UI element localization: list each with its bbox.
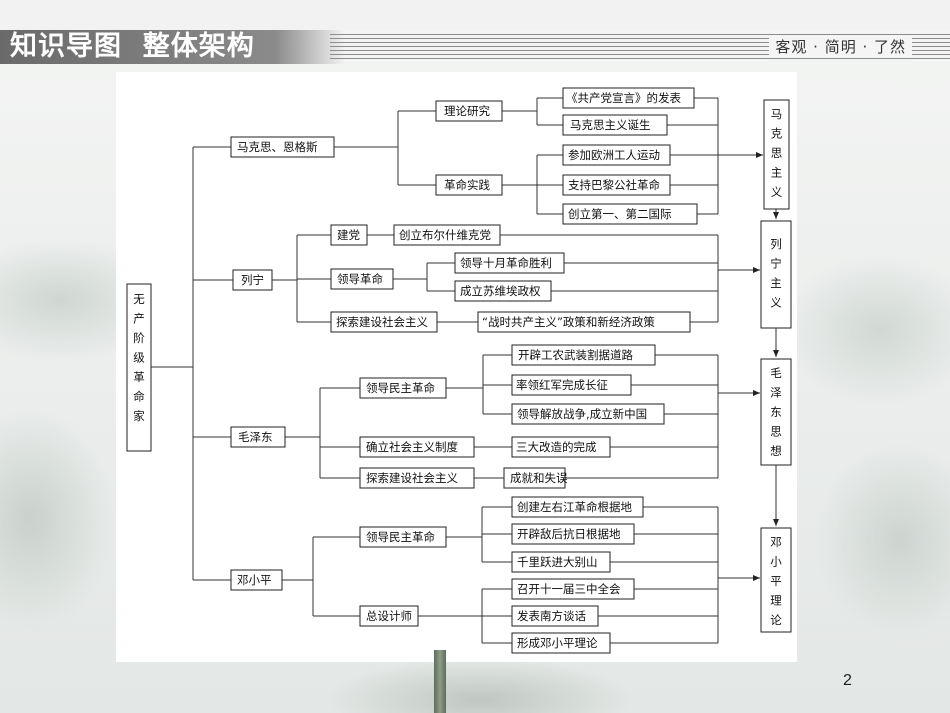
marx-theory-node: 理论研究 bbox=[435, 100, 503, 122]
theory-mao-node: 毛泽东思想 bbox=[760, 358, 792, 466]
lenin-revolution-label: 领导革命 bbox=[337, 272, 383, 286]
mao-transform-node: 三大改造的完成 bbox=[511, 436, 611, 458]
lenin-soviet-node: 成立苏维埃政权 bbox=[454, 280, 552, 302]
deng-south-node: 发表南方谈话 bbox=[511, 605, 599, 627]
marx-practice-label: 革命实践 bbox=[444, 178, 490, 192]
marx-commune-node: 支持巴黎公社革命 bbox=[562, 174, 671, 196]
mao-liberation-label: 领导解放战争,成立新中国 bbox=[517, 407, 647, 421]
leader-mao-node: 毛泽东 bbox=[230, 426, 286, 448]
marx-workers-node: 参加欧洲工人运动 bbox=[562, 144, 671, 166]
deng-theory-node: 形成邓小平理论 bbox=[511, 632, 611, 654]
mao-march-node: 率领红军完成长征 bbox=[511, 374, 632, 396]
theory-deng-label: 邓小平理论 bbox=[769, 536, 783, 634]
marx-international-node: 创立第一、第二国际 bbox=[562, 203, 698, 225]
theory-marxism-node: 马克思主义 bbox=[763, 99, 790, 210]
deng-architect-label: 总设计师 bbox=[366, 609, 412, 623]
theory-marxism-label: 马克思主义 bbox=[770, 108, 784, 206]
leader-lenin-label: 列宁 bbox=[241, 273, 264, 287]
lenin-policy-node: “战时共产主义”政策和新经济政策 bbox=[477, 311, 691, 333]
lenin-party-label: 建党 bbox=[337, 228, 360, 242]
lenin-party-node: 建党 bbox=[330, 224, 368, 246]
marx-practice-node: 革命实践 bbox=[435, 174, 503, 196]
mao-liberation-node: 领导解放战争,成立新中国 bbox=[511, 403, 665, 425]
mao-democratic-label: 领导民主革命 bbox=[366, 381, 435, 395]
deng-democratic-node: 领导民主革命 bbox=[359, 526, 447, 548]
theory-leninism-label: 列宁主义 bbox=[769, 237, 783, 316]
mao-success-node: 成就和失误 bbox=[503, 467, 568, 489]
deng-behind-label: 开辟敌后抗日根据地 bbox=[517, 527, 621, 541]
leader-mao-label: 毛泽东 bbox=[238, 430, 273, 444]
deng-dabieshan-label: 千里跃进大别山 bbox=[517, 555, 598, 569]
mao-transform-label: 三大改造的完成 bbox=[516, 440, 597, 454]
deng-theory-label: 形成邓小平理论 bbox=[517, 636, 598, 650]
diagram-panel bbox=[116, 72, 797, 662]
leader-lenin-node: 列宁 bbox=[232, 269, 273, 291]
lenin-october-label: 领导十月革命胜利 bbox=[460, 256, 552, 270]
theory-mao-label: 毛泽东思想 bbox=[769, 367, 783, 465]
marx-manifesto-label: 《共产党宣言》的发表 bbox=[566, 91, 681, 105]
mao-march-label: 率领红军完成长征 bbox=[516, 378, 608, 392]
deng-behind-node: 开辟敌后抗日根据地 bbox=[511, 523, 635, 545]
top-strip bbox=[0, 0, 950, 30]
marx-commune-label: 支持巴黎公社革命 bbox=[568, 178, 660, 192]
deng-dabieshan-node: 千里跃进大别山 bbox=[511, 551, 611, 573]
lenin-construction-node: 探索建设社会主义 bbox=[330, 311, 438, 333]
deng-zuoyoujiang-node: 创建左右江革命根据地 bbox=[511, 496, 644, 518]
lenin-policy-label: “战时共产主义”政策和新经济政策 bbox=[482, 315, 655, 329]
leader-deng-node: 邓小平 bbox=[230, 569, 283, 591]
mao-construction-node: 探索建设社会主义 bbox=[359, 467, 475, 489]
root-node: 无产阶级革命家 bbox=[126, 283, 152, 452]
marx-theory-label: 理论研究 bbox=[444, 104, 490, 118]
deng-democratic-label: 领导民主革命 bbox=[366, 530, 435, 544]
theory-deng-node: 邓小平理论 bbox=[760, 527, 792, 634]
marx-international-label: 创立第一、第二国际 bbox=[568, 207, 672, 221]
header-band bbox=[0, 30, 345, 64]
deng-zuoyoujiang-label: 创建左右江革命根据地 bbox=[517, 500, 632, 514]
lenin-revolution-node: 领导革命 bbox=[330, 268, 394, 290]
lenin-october-node: 领导十月革命胜利 bbox=[454, 252, 565, 274]
marx-workers-label: 参加欧洲工人运动 bbox=[568, 148, 660, 162]
mao-system-label: 确立社会主义制度 bbox=[366, 440, 458, 454]
deng-plenum-node: 召开十一届三中全会 bbox=[511, 578, 635, 600]
deng-south-label: 发表南方谈话 bbox=[517, 609, 586, 623]
motto: 客观 · 简明 · 了然 bbox=[769, 36, 912, 57]
deng-plenum-label: 召开十一届三中全会 bbox=[517, 582, 621, 596]
mao-system-node: 确立社会主义制度 bbox=[359, 436, 475, 458]
marx-birth-label: 马克思主义诞生 bbox=[570, 118, 651, 132]
mao-democratic-node: 领导民主革命 bbox=[359, 377, 447, 399]
lenin-bolshevik-node: 创立布尔什维克党 bbox=[393, 224, 501, 246]
page-title: 知识导图 整体架构 bbox=[10, 31, 255, 62]
page-number: 2 bbox=[843, 672, 852, 689]
lenin-construction-label: 探索建设社会主义 bbox=[336, 315, 428, 329]
deng-architect-node: 总设计师 bbox=[359, 605, 419, 627]
lenin-bolshevik-label: 创立布尔什维克党 bbox=[399, 228, 491, 242]
lotus-stem bbox=[434, 650, 446, 713]
leader-marx-label: 马克思、恩格斯 bbox=[237, 140, 318, 154]
theory-leninism-node: 列宁主义 bbox=[760, 220, 792, 329]
connectors bbox=[151, 97, 779, 644]
marx-manifesto-node: 《共产党宣言》的发表 bbox=[562, 87, 695, 109]
leader-deng-label: 邓小平 bbox=[237, 573, 272, 587]
leader-marx-node: 马克思、恩格斯 bbox=[230, 136, 335, 158]
marx-birth-node: 马克思主义诞生 bbox=[562, 114, 668, 136]
lenin-soviet-label: 成立苏维埃政权 bbox=[460, 284, 541, 298]
root-label: 无产阶级革命家 bbox=[132, 293, 146, 430]
mao-road-node: 开辟工农武装割据道路 bbox=[511, 344, 656, 366]
mao-construction-label: 探索建设社会主义 bbox=[366, 471, 458, 485]
mao-road-label: 开辟工农武装割据道路 bbox=[518, 348, 633, 362]
mao-success-label: 成就和失误 bbox=[510, 471, 568, 485]
